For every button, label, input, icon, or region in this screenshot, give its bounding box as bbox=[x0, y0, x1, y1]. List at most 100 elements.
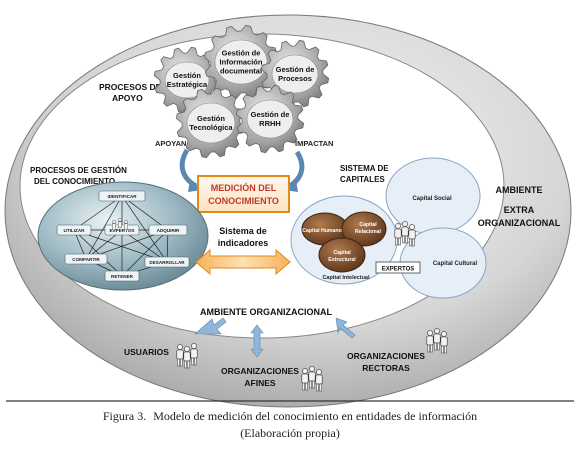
process-link bbox=[73, 229, 123, 277]
process-node-utilizar: UTILIZAR bbox=[56, 224, 92, 236]
users-people bbox=[176, 343, 198, 369]
people-groups bbox=[176, 221, 448, 392]
gear-label: Tecnológica bbox=[189, 123, 233, 132]
process-node-box bbox=[104, 270, 140, 282]
process-node-label: ADQUIRIR bbox=[157, 228, 180, 233]
person-icon bbox=[308, 366, 316, 389]
structural-capital-ellipse bbox=[318, 237, 366, 273]
support-processes-title-2: APOYO bbox=[112, 93, 143, 103]
process-node-identificar: IDENTIFICAR bbox=[98, 190, 146, 202]
process-node-compartir: COMPARTIR bbox=[64, 253, 108, 265]
relational-capital-ellipse bbox=[341, 211, 387, 247]
process-node-label: RETENER bbox=[111, 274, 134, 279]
process-link bbox=[73, 195, 123, 231]
experts-label: EXPERTOS bbox=[382, 267, 415, 273]
affine-people bbox=[301, 366, 323, 392]
person-icon bbox=[401, 221, 409, 244]
external-environment-1: AMBIENTE bbox=[496, 185, 543, 195]
capitals-title-2: CAPITALES bbox=[340, 175, 385, 184]
external-environment-2: EXTRA bbox=[504, 205, 535, 215]
human-capital-label: Capital Humano bbox=[302, 228, 342, 234]
experts-people bbox=[394, 221, 416, 247]
affine-label-1: ORGANIZACIONES bbox=[221, 366, 299, 376]
figure-caption-line2: (Elaboración propia) bbox=[240, 426, 340, 440]
person-icon bbox=[315, 369, 323, 392]
figure-caption-label: Figura 3. bbox=[103, 409, 146, 423]
knowledge-processes-title-2: DEL CONOCIMIENTO bbox=[34, 177, 115, 186]
gear-label: Gestión bbox=[197, 114, 225, 123]
gear-face bbox=[214, 39, 268, 85]
structural-capital-label-1: Capital bbox=[333, 250, 351, 256]
process-node-adquirir: ADQUIRIR bbox=[148, 224, 188, 236]
figure-caption: Figura 3. Modelo de medición del conocim… bbox=[103, 409, 477, 423]
indicators-label-1: Sistema de bbox=[219, 226, 267, 236]
process-link bbox=[85, 195, 123, 260]
gear-label: Gestión de bbox=[276, 65, 315, 74]
person-icon bbox=[426, 330, 434, 353]
capitals-title: SISTEMA DE bbox=[340, 164, 389, 173]
process-node-desarrollar: DESARROLLAR bbox=[144, 256, 190, 268]
users-label: USUARIOS bbox=[124, 347, 169, 357]
impactan-label: IMPACTAN bbox=[295, 139, 333, 148]
gear-face bbox=[186, 102, 236, 144]
figure-caption-text: Modelo de medición del conocimiento en e… bbox=[153, 409, 477, 423]
measurement-box bbox=[197, 175, 290, 213]
relational-capital-label-1: Capital bbox=[359, 222, 377, 228]
measurement-label-2: CONOCIMIENTO bbox=[208, 196, 279, 206]
person-icon bbox=[433, 328, 441, 351]
knowledge-processes-title: PROCESOS DE GESTIÓN bbox=[30, 166, 127, 175]
gear-face bbox=[164, 61, 210, 99]
person-icon bbox=[394, 223, 402, 246]
gear-label: RRHH bbox=[259, 119, 281, 128]
rector-label-1: ORGANIZACIONES bbox=[347, 351, 425, 361]
process-link bbox=[121, 195, 169, 231]
gear-label: Información bbox=[220, 58, 263, 67]
social-capital-label: Capital Social bbox=[412, 196, 452, 202]
process-node-retener: RETENER bbox=[104, 270, 140, 282]
process-node-label: EXPERTOS bbox=[110, 228, 135, 233]
expert-figure-icon bbox=[111, 220, 116, 231]
person-icon bbox=[301, 368, 309, 391]
rector-arrow bbox=[335, 317, 356, 339]
process-node-label: UTILIZAR bbox=[64, 228, 86, 233]
process-link bbox=[121, 195, 168, 263]
expert-figure-icon bbox=[123, 220, 128, 231]
relational-capital-label-2: Relacional bbox=[355, 229, 382, 235]
gear-label: documental bbox=[220, 67, 262, 76]
gear-label: Gestión de bbox=[222, 49, 261, 58]
measurement-label-1: MEDICIÓN DEL bbox=[211, 182, 277, 193]
process-node-box bbox=[98, 190, 146, 202]
affine-arrow bbox=[250, 324, 264, 358]
knowledge-process-network: IDENTIFICAR UTILIZAR EXPERTOS ADQUIRIR COMPA… bbox=[56, 190, 190, 282]
person-icon bbox=[408, 224, 416, 247]
gear-face bbox=[246, 99, 294, 139]
process-node-label: COMPARTIR bbox=[72, 257, 100, 262]
person-icon bbox=[183, 346, 191, 369]
affine-label-2: AFINES bbox=[244, 378, 276, 388]
gear-label: Gestión bbox=[173, 71, 201, 80]
experts-box bbox=[375, 261, 421, 274]
person-icon bbox=[190, 343, 198, 366]
process-link bbox=[73, 229, 168, 263]
apoyan-label: APOYAN bbox=[155, 139, 186, 148]
gear-label: Estratégica bbox=[167, 80, 208, 89]
process-node-box bbox=[144, 256, 190, 268]
process-link bbox=[165, 229, 170, 263]
support-processes-title: PROCESOS DE bbox=[99, 82, 162, 92]
structural-capital-label-2: Estructural bbox=[328, 257, 356, 263]
rector-people bbox=[426, 328, 448, 354]
process-node-box bbox=[148, 224, 188, 236]
external-environment-3: ORGANIZACIONAL bbox=[478, 218, 561, 228]
indicators-double-arrow bbox=[195, 248, 291, 276]
gear-face bbox=[271, 54, 319, 94]
expert-figure-icon bbox=[117, 218, 122, 229]
process-link bbox=[121, 229, 168, 263]
process-node-label: IDENTIFICAR bbox=[107, 194, 137, 199]
process-node-box bbox=[56, 224, 92, 236]
person-icon bbox=[176, 344, 184, 367]
